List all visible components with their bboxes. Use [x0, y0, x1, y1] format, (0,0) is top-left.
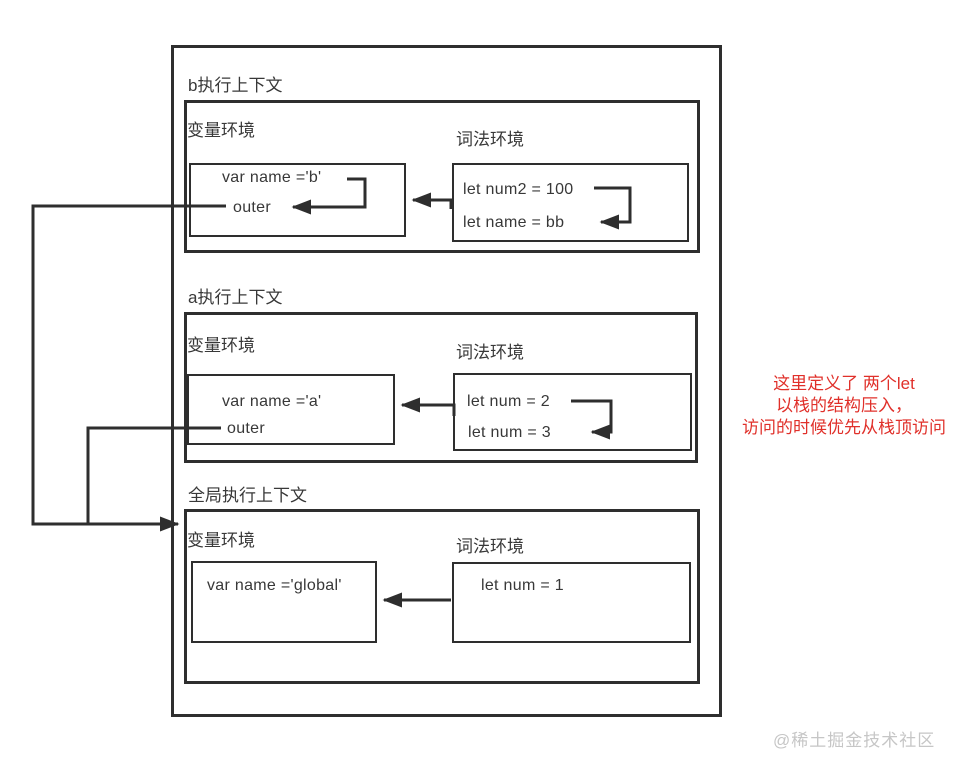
context-b-var-entry: var name ='b' — [222, 169, 322, 186]
stack-annotation-line-1: 这里定义了 两个let — [773, 374, 915, 393]
context-b-lexical-env-label: 词法环境 — [456, 130, 524, 149]
context-b-lexical-env-box — [452, 163, 689, 242]
context-b-variable-env-label: 变量环境 — [187, 121, 255, 140]
context-b-outer-entry: outer — [233, 199, 271, 216]
context-a-outer-entry: outer — [227, 420, 265, 437]
context-global-title: 全局执行上下文 — [188, 486, 307, 505]
stack-annotation: 这里定义了 两个let 以栈的结构压入， 访问的时候优先从栈顶访问 — [730, 373, 958, 439]
watermark: @稀土掘金技术社区 — [773, 731, 936, 750]
context-a-var-entry: var name ='a' — [222, 393, 322, 410]
context-b-title: b执行上下文 — [188, 76, 283, 95]
context-b-lex-entry-1: let num2 = 100 — [463, 181, 574, 198]
context-a-variable-env-label: 变量环境 — [187, 336, 255, 355]
context-global-lexical-env-label: 词法环境 — [456, 537, 524, 556]
context-global-var-entry: var name ='global' — [207, 577, 342, 594]
context-b-box — [184, 100, 700, 253]
context-global-variable-env-label: 变量环境 — [187, 531, 255, 550]
context-global-variable-env-box — [191, 561, 377, 643]
context-a-lex-entry-2: let num = 3 — [468, 424, 551, 441]
context-a-lex-entry-1: let num = 2 — [467, 393, 550, 410]
context-global-lex-entry-1: let num = 1 — [481, 577, 564, 594]
context-global-box — [184, 509, 700, 684]
context-global-lexical-env-box — [452, 562, 691, 643]
stack-annotation-line-2: 以栈的结构压入， — [776, 396, 912, 415]
context-b-lex-entry-2: let name = bb — [463, 214, 565, 231]
context-a-lexical-env-label: 词法环境 — [456, 343, 524, 362]
stack-annotation-line-3: 访问的时候优先从栈顶访问 — [742, 418, 946, 437]
context-a-title: a执行上下文 — [188, 288, 283, 307]
